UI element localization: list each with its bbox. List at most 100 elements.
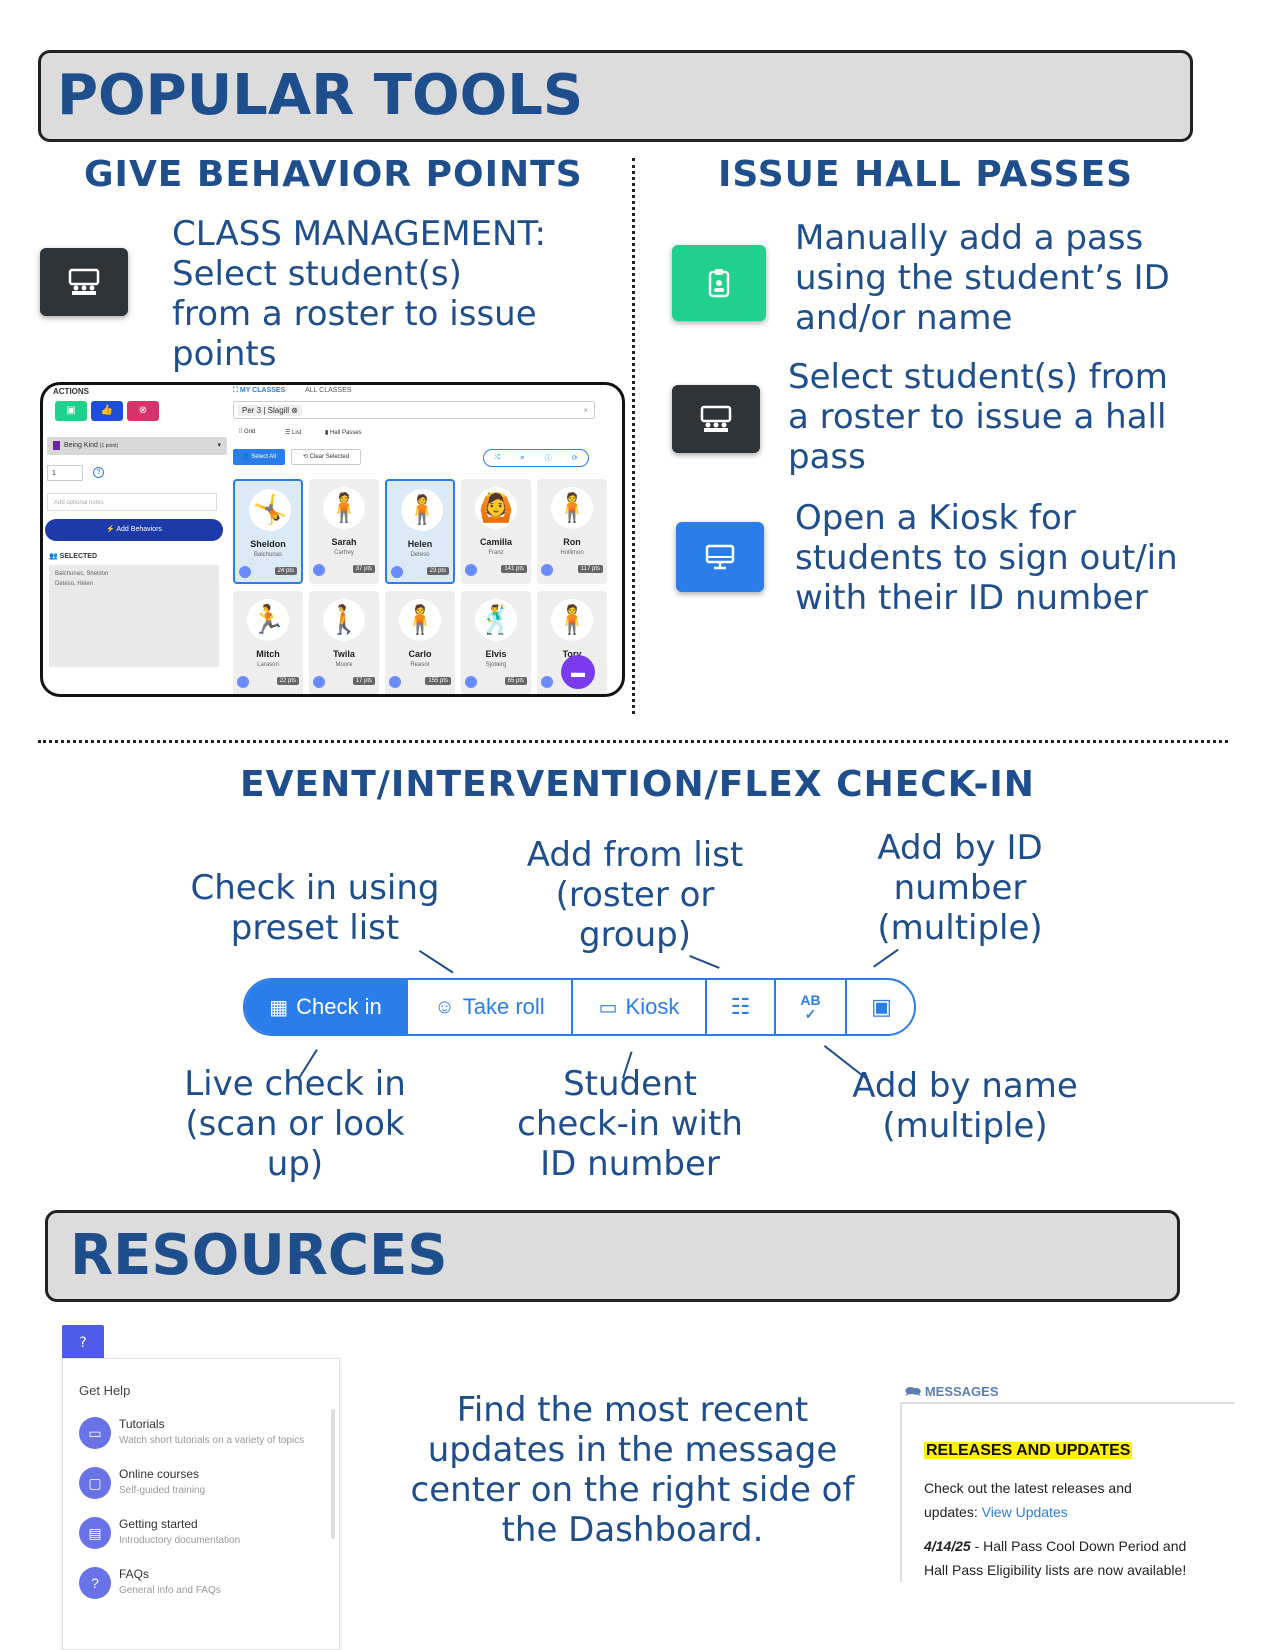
- tab-grid[interactable]: ⁞⁞ Grid: [239, 429, 256, 435]
- student-first-name: Twila: [333, 649, 355, 659]
- kiosk-line: students to sign out/in: [795, 538, 1178, 578]
- refresh-icon[interactable]: ⟳: [571, 455, 578, 462]
- hall-pass-action-button[interactable]: ▣: [55, 401, 87, 421]
- tab-hall-passes[interactable]: ▮ Hall Passes: [325, 430, 362, 436]
- class-management-tile[interactable]: [40, 248, 128, 316]
- label-line: (multiple): [882, 1106, 1048, 1146]
- hall-passes-heading: ISSUE HALL PASSES: [718, 154, 1134, 195]
- label-line: preset list: [230, 908, 400, 948]
- thumbs-up-action-button[interactable]: 👍: [91, 401, 123, 421]
- filter-icon[interactable]: ≡: [520, 454, 525, 462]
- roster-pass-line: a roster to issue a hall: [788, 397, 1167, 437]
- student-profile-icon[interactable]: [465, 676, 477, 688]
- student-profile-icon[interactable]: [389, 676, 401, 688]
- help-item-icon: ▭: [79, 1417, 111, 1449]
- student-avatar-icon: 🧍: [551, 487, 593, 529]
- check-in-label: Check in: [296, 994, 382, 1019]
- label-from-list: Add from list (roster or group): [490, 835, 780, 955]
- clear-selected-label: Clear Selected: [309, 454, 350, 460]
- person-check-icon: ☺: [434, 995, 455, 1018]
- help-item-subtitle: Watch short tutorials on a variety of to…: [119, 1435, 305, 1446]
- student-last-name: Carfrey: [334, 550, 354, 556]
- select-all-button[interactable]: 👤 Select All: [233, 449, 285, 465]
- help-item-icon: ▢: [79, 1467, 111, 1499]
- class-filter-input[interactable]: Per 3 | Slagill ⊗ ×: [233, 401, 595, 419]
- manual-pass-line: and/or name: [795, 298, 1013, 338]
- tab-all-classes[interactable]: ALL CLASSES: [305, 387, 352, 394]
- news-line: Hall Pass Eligibility lists are now avai…: [924, 1562, 1187, 1578]
- manual-pass-line: using the student’s ID: [795, 258, 1170, 298]
- message-line: the Dashboard.: [501, 1510, 764, 1550]
- news-line: 4/14/25 - Hall Pass Cool Down Period and: [924, 1534, 1239, 1558]
- scrollbar[interactable]: [331, 1409, 335, 1539]
- help-button[interactable]: ?: [62, 1325, 104, 1361]
- clear-selected-button[interactable]: ⟲ Clear Selected: [291, 449, 361, 465]
- class-chip-label: Per 3 | Slagill: [242, 406, 289, 415]
- class-chip[interactable]: Per 3 | Slagill ⊗: [238, 405, 302, 416]
- manual-pass-tile[interactable]: [672, 245, 766, 321]
- actions-label: ACTIONS: [53, 387, 89, 396]
- student-last-name: Hollimon: [560, 550, 584, 556]
- behavior-select[interactable]: Being Kind (1 point) ▾: [47, 437, 227, 455]
- student-profile-icon[interactable]: [313, 676, 325, 688]
- selected-label: 👥 SELECTED: [49, 553, 98, 560]
- student-avatar-icon: 🤸: [249, 489, 291, 531]
- tab-list-label: List: [292, 430, 302, 436]
- student-profile-icon[interactable]: [239, 566, 251, 578]
- student-profile-icon[interactable]: [541, 676, 553, 688]
- student-profile-icon[interactable]: [541, 564, 553, 576]
- behavior-line: points: [172, 334, 277, 374]
- notes-input[interactable]: Add optional notes: [47, 493, 217, 511]
- leader-line: [873, 948, 899, 968]
- student-avatar-icon: 🧍: [551, 599, 593, 641]
- add-by-name-button[interactable]: AB✓: [776, 980, 847, 1034]
- monitor-icon: ▭: [598, 996, 618, 1019]
- leader-line: [418, 950, 454, 974]
- student-avatar-icon: 🙆: [475, 487, 517, 529]
- kiosk-button[interactable]: ▭Kiosk: [573, 980, 707, 1034]
- student-profile-icon[interactable]: [237, 676, 249, 688]
- behavior-color-swatch: [53, 440, 60, 450]
- add-behaviors-button[interactable]: ⚡ Add Behaviors: [45, 519, 223, 541]
- student-last-name: Moore: [335, 662, 353, 668]
- student-profile-icon[interactable]: [313, 564, 325, 576]
- view-updates-link[interactable]: View Updates: [981, 1504, 1068, 1520]
- help-item-title: Tutorials: [119, 1417, 165, 1431]
- add-by-id-button[interactable]: ▣: [847, 980, 914, 1034]
- label-live-checkin: Live check in (scan or look up): [150, 1064, 440, 1184]
- id-card-icon: ▣: [871, 994, 892, 1019]
- help-item-icon: ?: [79, 1567, 111, 1599]
- tab-my-classes[interactable]: ⛶ MY CLASSES: [233, 387, 286, 394]
- tab-list[interactable]: ☰ List: [285, 430, 302, 436]
- roster-pass-tile[interactable]: [672, 385, 760, 453]
- student-last-name: Sjoberg: [485, 662, 507, 668]
- student-profile-icon[interactable]: [391, 566, 403, 578]
- student-last-name: Deteso: [410, 552, 430, 558]
- roster-icon: [700, 405, 732, 432]
- chat-bubble-icon[interactable]: ▬: [561, 655, 595, 689]
- student-last-name: Franz: [488, 550, 504, 556]
- popular-tools-title: POPULAR TOOLS: [57, 63, 584, 128]
- check-in-button[interactable]: ▦Check in: [245, 980, 408, 1034]
- take-roll-button[interactable]: ☺Take roll: [408, 980, 573, 1034]
- help-item-title: Getting started: [119, 1517, 198, 1531]
- leader-line: [689, 955, 720, 969]
- add-from-list-button[interactable]: ☷: [707, 980, 776, 1034]
- info-icon[interactable]: ⓘ: [544, 455, 552, 462]
- quantity-stepper[interactable]: 1: [47, 465, 83, 481]
- kiosk-tile[interactable]: [676, 522, 764, 592]
- student-profile-icon[interactable]: [465, 564, 477, 576]
- negative-action-button[interactable]: ⊗: [127, 401, 159, 421]
- clear-icon[interactable]: ×: [583, 406, 588, 415]
- class-management-screenshot: ACTIONS ▣ 👍 ⊗ Being Kind (1 point) ▾ 1 ?…: [40, 382, 625, 697]
- shuffle-icon[interactable]: ⤮: [494, 454, 500, 461]
